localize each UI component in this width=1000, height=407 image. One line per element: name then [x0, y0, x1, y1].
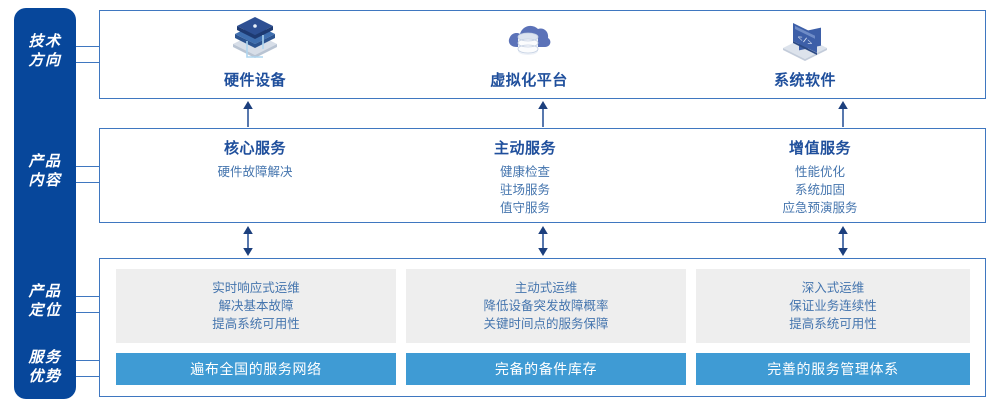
- tech-tile-system-software[interactable]: </> 系统软件: [690, 17, 920, 90]
- position-line: 提高系统可用性: [789, 317, 877, 331]
- connector-position-bottom: [76, 312, 100, 313]
- content-column-proactive-service[interactable]: 主动服务 健康检查 驻场服务 值守服务: [395, 137, 655, 217]
- position-card-realtime[interactable]: 实时响应式运维 解决基本故障 提高系统可用性: [116, 269, 396, 343]
- server-stack-icon: [140, 17, 370, 65]
- rail-label-line2: 定位: [28, 302, 62, 319]
- tech-tile-label: 虚拟化平台: [490, 72, 568, 89]
- rail-label-line2: 内容: [28, 172, 62, 189]
- connector-position-top: [76, 296, 100, 297]
- advantage-bar-label: 完善的服务管理体系: [767, 361, 899, 377]
- product-position-section: 实时响应式运维 解决基本故障 提高系统可用性 主动式运维 降低设备突发故障概率 …: [99, 258, 986, 397]
- connector-tech-top: [76, 46, 100, 47]
- rail-label-line1: 技术: [28, 33, 62, 50]
- advantage-bar-label: 遍布全国的服务网络: [190, 361, 322, 377]
- rail-label-line1: 产品: [28, 153, 62, 170]
- content-column-title: 核心服务: [223, 140, 286, 157]
- connector-advantage-bottom: [76, 376, 100, 377]
- advantage-bar-spare-parts[interactable]: 完备的备件库存: [406, 353, 686, 385]
- position-line: 解决基本故障: [218, 299, 294, 313]
- connector-advantage-top: [76, 360, 100, 361]
- double-headed-arrow-proactive: [535, 226, 551, 261]
- tech-direction-section: 硬件设备 虚拟化平台: [99, 10, 986, 99]
- tech-tile-virtualization[interactable]: 虚拟化平台: [414, 17, 644, 90]
- position-card-proactive[interactable]: 主动式运维 降低设备突发故障概率 关键时间点的服务保障: [406, 269, 686, 343]
- product-content-section: 核心服务 硬件故障解决 主动服务 健康检查 驻场服务 值守服务 增值服务 性能优…: [99, 128, 986, 223]
- content-item: 值守服务: [499, 201, 550, 215]
- advantage-bar-service-network[interactable]: 遍布全国的服务网络: [116, 353, 396, 385]
- connector-content-bottom: [76, 182, 100, 183]
- double-headed-arrow-core: [240, 226, 256, 261]
- connector-content-top: [76, 166, 100, 167]
- content-column-core-service[interactable]: 核心服务 硬件故障解决: [125, 137, 385, 181]
- content-item: 健康检查: [499, 165, 550, 179]
- cloud-database-icon: [414, 17, 644, 65]
- position-line: 深入式运维: [801, 281, 865, 295]
- code-window-icon: </>: [690, 17, 920, 65]
- advantage-bar-label: 完备的备件库存: [494, 361, 598, 377]
- content-item: 性能优化: [794, 165, 845, 179]
- position-line: 提高系统可用性: [212, 317, 300, 331]
- tech-tile-hardware[interactable]: 硬件设备: [140, 17, 370, 90]
- content-item: 硬件故障解决: [217, 165, 293, 179]
- rail-item-service-advantage: 服务 优势: [14, 348, 76, 386]
- position-line: 关键时间点的服务保障: [483, 317, 609, 331]
- tech-tile-label: 系统软件: [773, 72, 836, 89]
- content-column-value-added-service[interactable]: 增值服务 性能优化 系统加固 应急预演服务: [690, 137, 950, 217]
- category-rail: 技术 方向 产品 内容 产品 定位 服务 优势: [14, 8, 76, 399]
- content-item: 应急预演服务: [782, 201, 858, 215]
- up-arrow-virtualization: [535, 101, 551, 132]
- position-line: 保证业务连续性: [789, 299, 877, 313]
- up-arrow-system-software: [835, 101, 851, 132]
- connector-tech-bottom: [76, 62, 100, 63]
- position-line: 降低设备突发故障概率: [483, 299, 609, 313]
- content-item: 驻场服务: [499, 183, 550, 197]
- position-line: 主动式运维: [514, 281, 578, 295]
- rail-item-product-content: 产品 内容: [14, 152, 76, 190]
- rail-label-line2: 方向: [28, 52, 62, 69]
- tech-tile-label: 硬件设备: [223, 72, 286, 89]
- position-card-deep[interactable]: 深入式运维 保证业务连续性 提高系统可用性: [696, 269, 970, 343]
- up-arrow-hardware: [240, 101, 256, 132]
- position-line: 实时响应式运维: [212, 281, 300, 295]
- content-column-title: 增值服务: [788, 140, 851, 157]
- content-column-title: 主动服务: [493, 140, 556, 157]
- content-item: 系统加固: [794, 183, 845, 197]
- rail-label-line1: 产品: [28, 283, 62, 300]
- rail-item-product-position: 产品 定位: [14, 282, 76, 320]
- rail-label-line2: 优势: [28, 368, 62, 385]
- rail-label-line1: 服务: [28, 349, 62, 366]
- advantage-bar-management-system[interactable]: 完善的服务管理体系: [696, 353, 970, 385]
- double-headed-arrow-value-added: [835, 226, 851, 261]
- rail-item-tech-direction: 技术 方向: [14, 32, 76, 70]
